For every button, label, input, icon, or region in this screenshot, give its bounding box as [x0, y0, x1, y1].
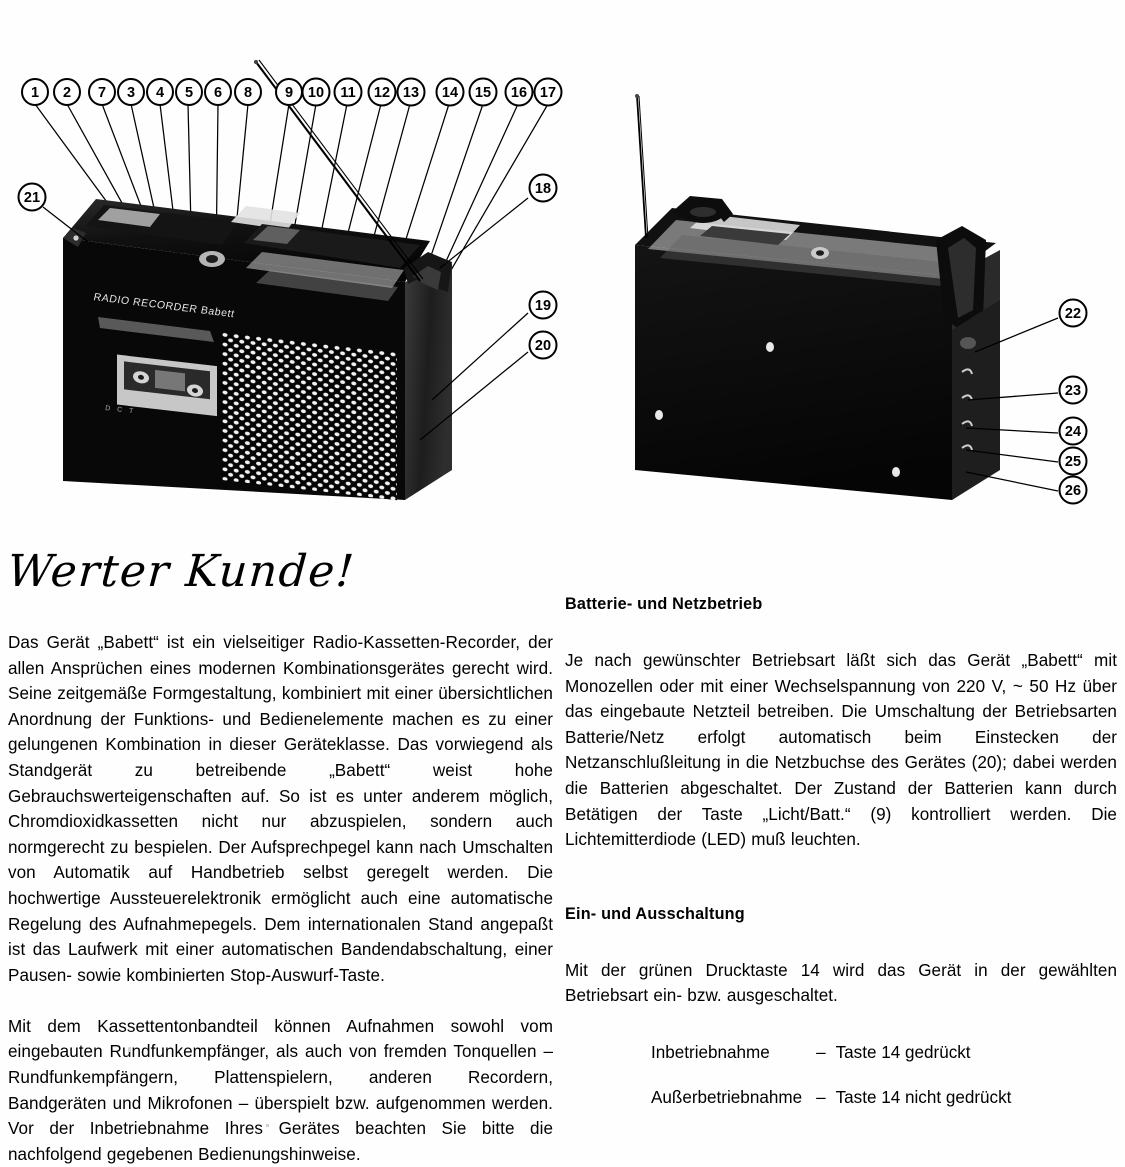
front-small-text: D C T	[105, 405, 136, 415]
svg-text:7: 7	[98, 85, 106, 101]
callout-16[interactable]: 16	[504, 77, 534, 107]
device-front-illustration: RADIO RECORDER Babett D C T	[63, 199, 452, 501]
switching-definition-list: Inbetriebnahme – Taste 14 gedrückt Außer…	[565, 1040, 1011, 1129]
svg-text:17: 17	[540, 85, 556, 101]
callout-1[interactable]: 1	[21, 78, 49, 106]
definition-value: Taste 14 nicht gedrückt	[835, 1087, 1012, 1107]
svg-text:9: 9	[285, 85, 293, 101]
svg-text:26: 26	[1065, 483, 1081, 499]
definition-dash: –	[816, 1042, 826, 1062]
callout-8[interactable]: 8	[234, 78, 262, 106]
scan-speckle	[266, 1124, 269, 1127]
svg-text:20: 20	[535, 338, 551, 354]
callout-15[interactable]: 15	[468, 77, 498, 107]
device-rear-illustration	[635, 196, 1000, 500]
callout-11[interactable]: 11	[333, 77, 363, 107]
callout-19[interactable]: 19	[528, 290, 558, 320]
svg-text:13: 13	[403, 85, 419, 101]
svg-text:16: 16	[511, 85, 527, 101]
callout-14[interactable]: 14	[435, 77, 465, 107]
svg-text:5: 5	[185, 85, 193, 101]
scan-speckle	[129, 1047, 131, 1052]
svg-text:11: 11	[340, 85, 355, 101]
callout-circles: 1 2 7 3 4 5 6 8 9 10 11 12 13 14 15 16 1…	[17, 77, 1088, 505]
svg-text:22: 22	[1065, 306, 1081, 322]
svg-text:12: 12	[374, 85, 390, 101]
svg-text:19: 19	[535, 298, 551, 314]
svg-text:25: 25	[1065, 454, 1081, 470]
callout-13[interactable]: 13	[396, 77, 426, 107]
callout-12[interactable]: 12	[367, 77, 397, 107]
svg-text:10: 10	[308, 85, 324, 101]
callout-6[interactable]: 6	[204, 78, 232, 106]
page-title: Werter Kunde!	[5, 546, 357, 597]
callout-2[interactable]: 2	[53, 78, 81, 106]
leader-line-front-left	[42, 206, 89, 243]
callout-24[interactable]: 24	[1058, 416, 1088, 446]
svg-text:4: 4	[156, 85, 164, 101]
svg-text:2: 2	[63, 85, 71, 101]
section-heading-power: Batterie- und Netzbetrieb	[565, 595, 763, 613]
definition-row-shutdown: Außerbetriebnahme – Taste 14 nicht gedrü…	[565, 1085, 1011, 1130]
callout-7[interactable]: 7	[88, 78, 116, 106]
svg-text:6: 6	[214, 85, 222, 101]
leader-lines-front-right	[419, 197, 529, 441]
callout-21[interactable]: 21	[17, 182, 47, 212]
definition-value: Taste 14 gedrückt	[835, 1042, 971, 1062]
definition-row-startup: Inbetriebnahme – Taste 14 gedrückt	[565, 1040, 1011, 1085]
callout-3[interactable]: 3	[117, 78, 145, 106]
svg-text:3: 3	[127, 85, 135, 101]
callout-5[interactable]: 5	[175, 78, 203, 106]
svg-text:23: 23	[1065, 383, 1081, 399]
callout-26[interactable]: 26	[1058, 475, 1088, 505]
callout-20[interactable]: 20	[528, 330, 558, 360]
intro-paragraph-1: Das Gerät „Babett“ ist ein vielseitiger …	[8, 633, 553, 985]
svg-text:1: 1	[31, 85, 39, 101]
callout-22[interactable]: 22	[1058, 298, 1088, 328]
svg-text:18: 18	[535, 181, 551, 197]
callout-10[interactable]: 10	[301, 77, 331, 107]
power-paragraph: Je nach gewünschter Betriebsart läßt sic…	[565, 651, 1117, 850]
definition-term: Inbetriebnahme	[651, 1042, 770, 1062]
switching-paragraph: Mit der grünen Drucktaste 14 wird das Ge…	[565, 960, 1117, 1006]
svg-text:21: 21	[24, 190, 40, 206]
intro-paragraph-2: Mit dem Kassettentonbandteil können Aufn…	[8, 1016, 553, 1164]
device-illustrations: RADIO RECORDER Babett D C T	[17, 59, 1088, 505]
callout-23[interactable]: 23	[1058, 375, 1088, 405]
right-column: Batterie- und Netzbetrieb Je nach gewüns…	[565, 595, 1117, 1129]
leader-lines-rear-right	[965, 317, 1059, 492]
definition-dash: –	[816, 1087, 826, 1107]
svg-text:15: 15	[475, 85, 491, 101]
svg-text:8: 8	[244, 85, 252, 101]
svg-text:24: 24	[1065, 424, 1081, 440]
antenna-rear	[635, 94, 649, 239]
speaker-grille	[222, 332, 397, 501]
figure-area: RADIO RECORDER Babett D C T	[0, 0, 1125, 540]
section-heading-switching: Ein- und Ausschaltung	[565, 904, 745, 923]
callout-4[interactable]: 4	[146, 78, 174, 106]
callout-17[interactable]: 17	[533, 77, 563, 107]
definition-term: Außerbetriebnahme	[651, 1087, 803, 1107]
svg-text:14: 14	[442, 85, 458, 101]
callout-18[interactable]: 18	[528, 173, 558, 203]
callout-9[interactable]: 9	[275, 78, 303, 106]
left-column: Werter Kunde! Das Gerät „Babett“ ist ein…	[5, 540, 553, 1167]
callout-25[interactable]: 25	[1058, 446, 1088, 476]
